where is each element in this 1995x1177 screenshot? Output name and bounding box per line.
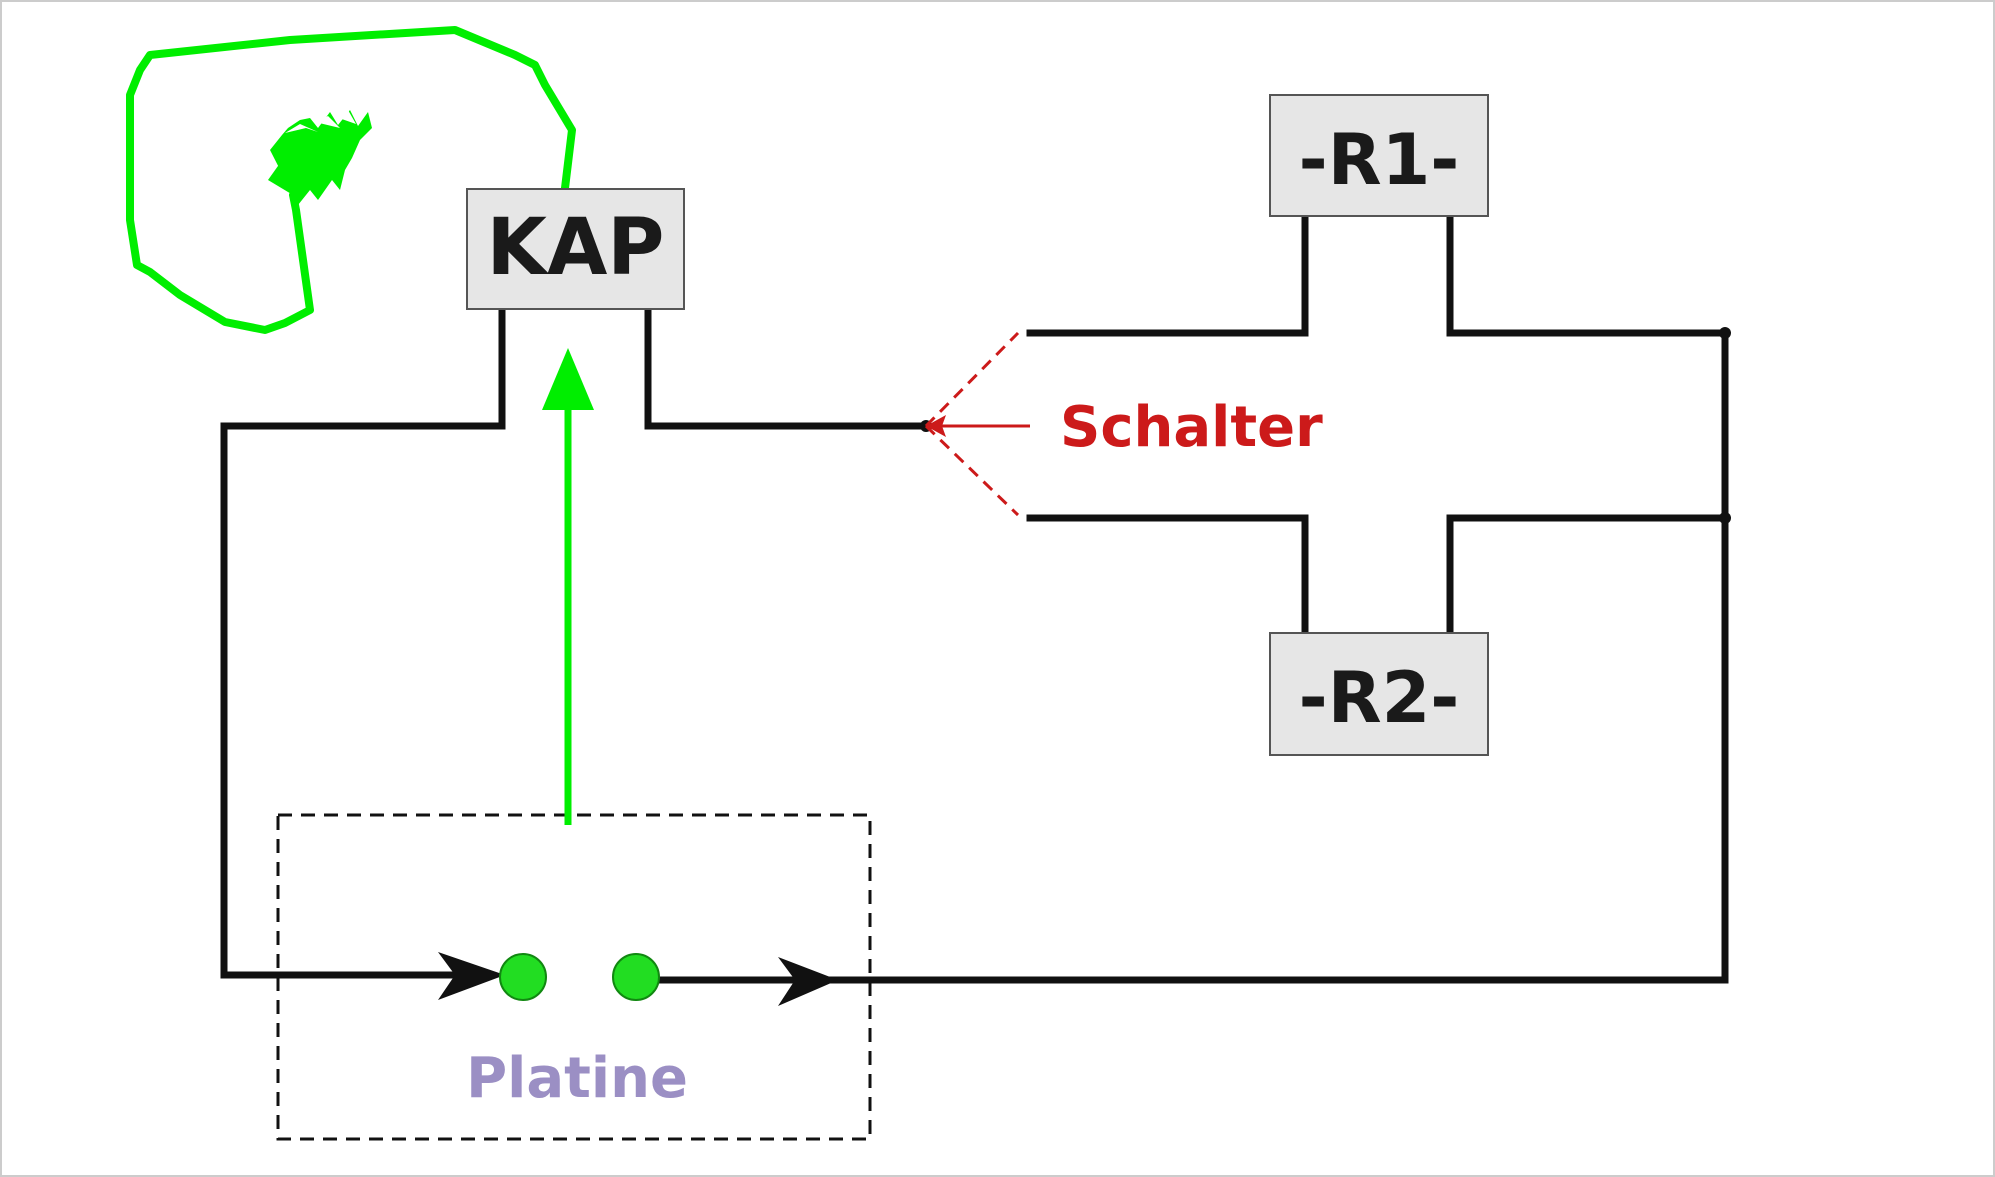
loop-arrow-highlight xyxy=(285,110,356,133)
junction-top xyxy=(1719,327,1731,339)
switch-pointer-arrow xyxy=(926,415,946,437)
loop-arrow-body xyxy=(268,135,330,195)
platine-box xyxy=(276,813,872,1141)
arrow-up-icon xyxy=(542,348,594,410)
feedback-loop xyxy=(126,26,576,334)
switch-contact-bottom xyxy=(924,424,1020,517)
switch-symbol xyxy=(924,331,1030,517)
arrowhead-right-icon xyxy=(778,957,838,1006)
wire-kap-left xyxy=(220,306,506,979)
junction-bottom xyxy=(1719,512,1731,524)
r1-label: -R1- xyxy=(1299,119,1460,201)
r1-box xyxy=(1269,94,1489,217)
switch-contact-top xyxy=(924,331,1020,428)
r2-label: -R2- xyxy=(1299,657,1460,739)
wire-r1-right xyxy=(1446,212,1729,337)
wires xyxy=(220,212,1729,984)
arrowhead-right-icon xyxy=(438,952,505,1000)
wire-r2-right xyxy=(1446,514,1729,637)
wire-r2-left xyxy=(1026,514,1309,637)
platine-label: Platine xyxy=(466,1046,688,1111)
platine-contact-right xyxy=(612,953,660,1001)
schalter-label: Schalter xyxy=(1060,395,1323,460)
wire-r1-left xyxy=(1026,212,1309,337)
wire-kap-right xyxy=(644,306,930,430)
r2-box xyxy=(1269,632,1489,756)
platine-contact-left xyxy=(499,953,547,1001)
kap-label: KAP xyxy=(487,203,665,293)
kap-box xyxy=(466,188,685,310)
